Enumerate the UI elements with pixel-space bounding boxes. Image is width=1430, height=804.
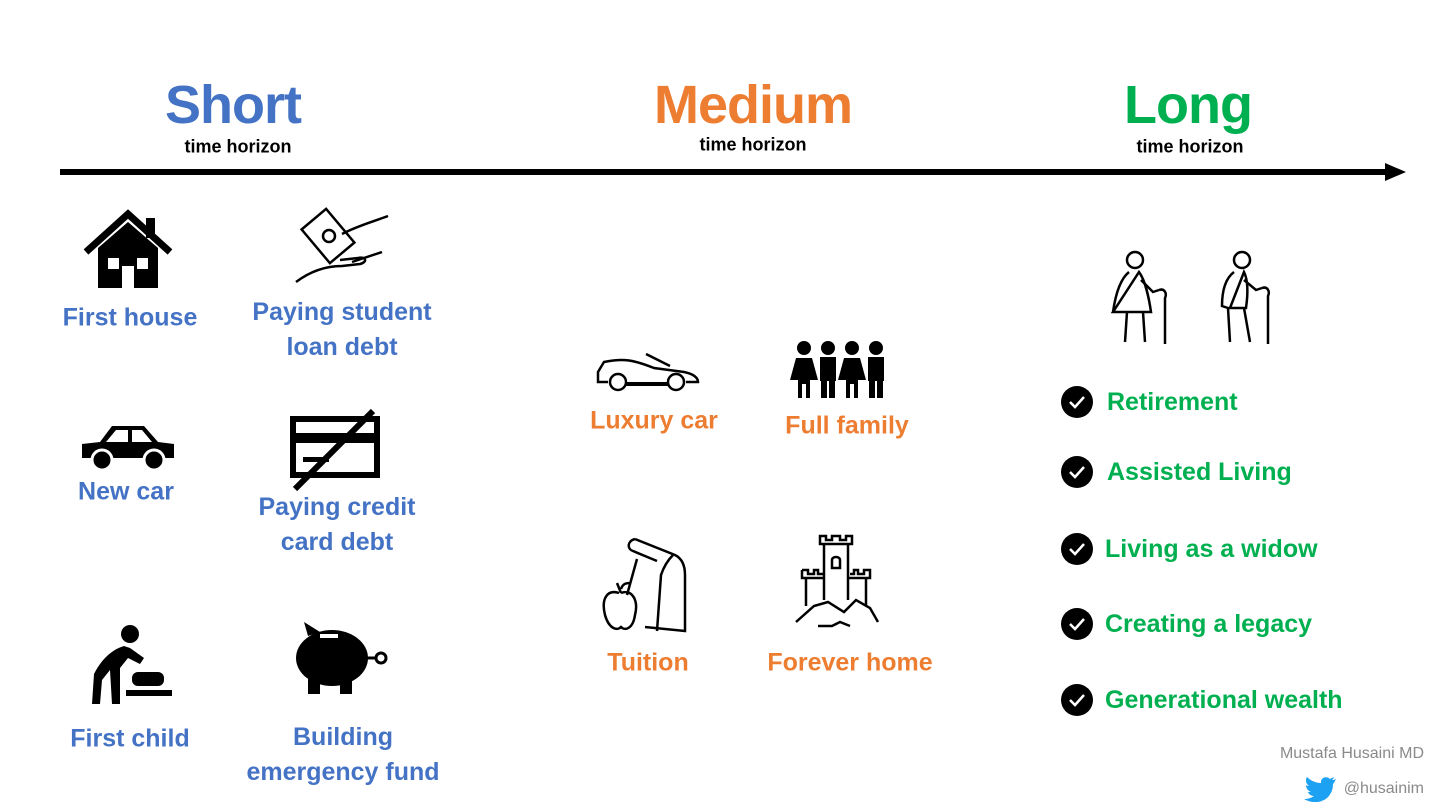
goal-new-car: New car xyxy=(78,477,174,506)
money-hand-icon xyxy=(295,207,389,284)
goal-full-family: Full family xyxy=(785,411,909,440)
horizon-subtitle-long: time horizon xyxy=(1136,136,1244,157)
lunch-bag-apple-icon xyxy=(602,537,687,633)
long-goal-item: Assisted Living xyxy=(1061,456,1292,488)
convertible-icon xyxy=(596,352,700,392)
goal-line: card debt xyxy=(280,528,394,556)
car-icon xyxy=(82,426,174,472)
long-goal-label: Generational wealth xyxy=(1105,685,1343,714)
house-icon xyxy=(83,209,173,288)
goal-credit-card: Paying credit card debt xyxy=(259,490,416,560)
piggy-bank-icon xyxy=(296,622,388,694)
goal-luxury-car: Luxury car xyxy=(590,406,718,435)
check-circle-icon xyxy=(1061,456,1093,488)
twitter-bird-icon xyxy=(1303,777,1336,802)
long-goal-label: Retirement xyxy=(1107,387,1238,416)
parent-baby-icon xyxy=(92,625,172,704)
horizon-title-long: Long xyxy=(1124,75,1253,135)
horizon-title-short: Short xyxy=(165,75,302,135)
long-goal-item: Creating a legacy xyxy=(1061,608,1312,640)
goal-first-child: First child xyxy=(70,724,190,753)
goal-forever-home: Forever home xyxy=(767,648,933,677)
check-circle-icon xyxy=(1061,608,1093,640)
check-circle-icon xyxy=(1061,533,1093,565)
horizon-title-medium: Medium xyxy=(653,75,853,135)
twitter-handle-row: @husainim xyxy=(1303,776,1424,802)
goal-line: emergency fund xyxy=(246,758,440,786)
check-circle-icon xyxy=(1061,386,1093,418)
horizon-subtitle-medium: time horizon xyxy=(699,134,807,155)
long-goal-label: Creating a legacy xyxy=(1105,609,1313,638)
long-goal-item: Retirement xyxy=(1061,386,1238,418)
long-goal-label: Assisted Living xyxy=(1107,457,1292,486)
long-goal-label: Living as a widow xyxy=(1105,534,1318,563)
elderly-woman-icon xyxy=(1110,250,1167,344)
elderly-man-icon xyxy=(1220,250,1270,344)
long-goal-item: Generational wealth xyxy=(1061,684,1343,716)
goal-student-loan: Paying student loan debt xyxy=(252,295,431,365)
goal-tuition: Tuition xyxy=(607,648,689,677)
no-credit-card-icon xyxy=(290,409,380,491)
goal-line: Paying student xyxy=(252,298,432,326)
goal-first-house: First house xyxy=(62,303,198,332)
check-circle-icon xyxy=(1061,684,1093,716)
goal-line: Paying credit xyxy=(258,493,416,521)
goal-line: Building xyxy=(293,723,393,751)
author-name: Mustafa Husaini MD xyxy=(1279,745,1424,762)
family-icon xyxy=(790,341,884,398)
goal-emergency-fund: Building emergency fund xyxy=(246,720,439,790)
timeline-arrow xyxy=(60,163,1406,181)
goal-line: loan debt xyxy=(286,333,398,361)
castle-icon xyxy=(795,534,880,628)
twitter-handle: @husainim xyxy=(1343,780,1424,797)
long-goal-item: Living as a widow xyxy=(1061,533,1318,565)
horizon-subtitle-short: time horizon xyxy=(184,136,292,157)
